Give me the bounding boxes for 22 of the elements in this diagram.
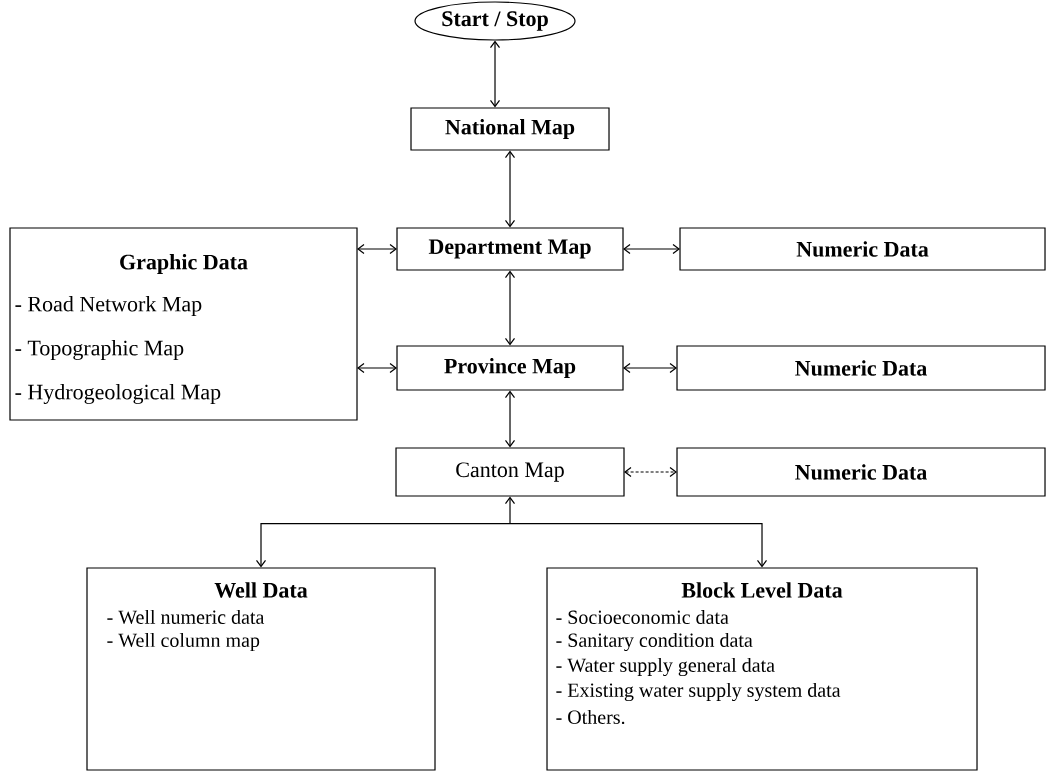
arrow <box>504 150 516 228</box>
data-box: Well Data - Well numeric data - Well column map <box>86 567 436 771</box>
process-box: Canton Map <box>395 447 625 497</box>
process-box: Province Map <box>396 345 624 391</box>
data-box: Block Level Data - Socioeconomic data - Sanitary condition data - Water supply general data - Existing water supply system data - Others. <box>546 567 978 771</box>
arrow <box>509 523 768 568</box>
data-box: Numeric Data <box>676 345 1046 391</box>
data-box: Graphic Data - Road Network Map - Topographic Map - Hydrogeological Map <box>9 227 358 421</box>
arrow <box>623 243 680 255</box>
arrow <box>357 243 397 255</box>
arrow <box>623 362 677 374</box>
arrow <box>504 390 516 448</box>
data-box: Numeric Data <box>679 227 1046 271</box>
data-box: Numeric Data <box>676 447 1046 497</box>
arrow <box>489 40 501 108</box>
arrow <box>504 496 516 525</box>
process-box: Department Map <box>396 227 624 271</box>
process-box: National Map <box>410 107 610 151</box>
arrow <box>624 466 677 478</box>
arrow <box>357 362 397 374</box>
arrow <box>255 523 511 568</box>
arrow <box>504 270 516 346</box>
